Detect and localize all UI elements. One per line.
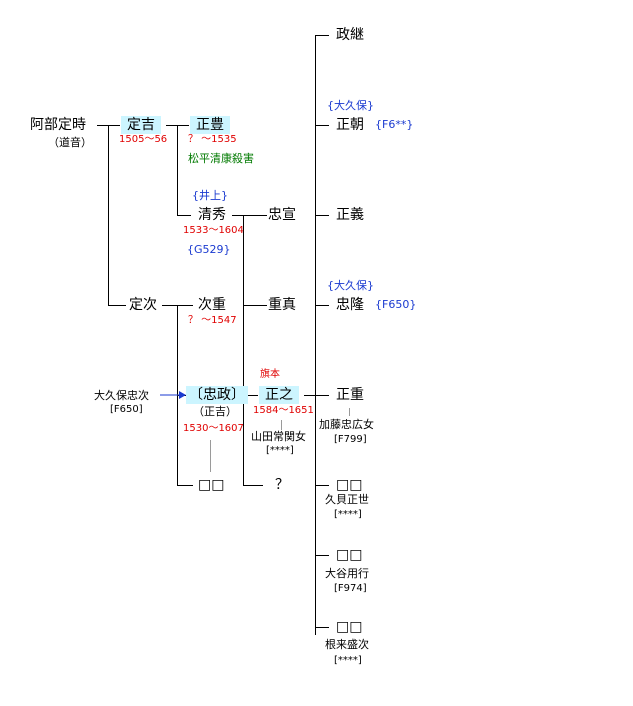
line-to-tsugushige	[177, 305, 193, 306]
person-masatomo-prefix: {大久保}	[327, 99, 374, 112]
person-masatomo-ref: {F6**}	[375, 118, 414, 131]
person-tsugushige-years: ？ 〜1547	[188, 315, 237, 326]
person-d2: □□	[336, 547, 363, 563]
person-masayuki-label: 旗本	[260, 369, 280, 380]
person-masatoyo-years: ？ 〜1535	[188, 134, 237, 145]
line-to-sadatsugu	[108, 305, 126, 306]
line-to-tadamasa-child	[177, 485, 193, 486]
person-kiyohide-years: 1533〜1604	[183, 225, 244, 236]
person-abe-sadatoki-alias: （道音）	[48, 136, 92, 149]
person-masayuki: 正之	[259, 386, 299, 404]
line-masashige-spouse	[349, 408, 350, 416]
person-kiyohide-ref: {G529}	[187, 243, 231, 256]
line-masayuki-out	[304, 395, 316, 396]
line-to-tadataka	[315, 305, 329, 306]
line-to-masayoshi	[315, 215, 329, 216]
person-masayuki-years: 1584〜1651	[253, 405, 314, 416]
person-tadamasa-alias: （正吉）	[193, 405, 237, 418]
person-d2-spouse: 大谷用行	[325, 567, 369, 580]
person-d1-spouse: 久貝正世	[325, 493, 369, 506]
person-tadataka: 忠隆	[336, 297, 364, 313]
line-to-masashige	[315, 395, 329, 396]
trunk-masayuki	[315, 35, 316, 635]
person-tadamasa: 〔忠政〕	[186, 386, 248, 404]
person-masayoshi: 正義	[336, 207, 364, 223]
person-sadayoshi: 定吉	[121, 116, 161, 134]
person-kiyohide-prefix: {井上}	[192, 189, 228, 202]
person-masayuki-spouse: 山田常関女	[251, 430, 306, 443]
person-kiyohide: 清秀	[198, 207, 226, 223]
person-tadanobu: 忠宣	[268, 207, 296, 223]
person-d3-spouse: 根来盛次	[325, 638, 369, 651]
adoption-ref: [F650]	[110, 404, 143, 415]
line-sadayoshi-out	[166, 125, 178, 126]
adoption-name: 大久保忠次	[94, 389, 149, 402]
person-tadataka-prefix: {大久保}	[327, 279, 374, 292]
person-sadatsugu: 定次	[129, 297, 157, 313]
person-tadataka-ref: {F650}	[375, 298, 417, 311]
person-masayuki-spouse-ref: [****]	[266, 445, 294, 456]
person-masashige: 正重	[336, 387, 364, 403]
person-d2-spouse-ref: [F974]	[334, 583, 367, 594]
line-masayuki-spouse	[281, 420, 282, 430]
person-unknown: ？	[275, 477, 289, 493]
trunk-sadayoshi	[177, 125, 178, 215]
line-to-masatsugu	[315, 35, 329, 36]
person-masatsugu: 政継	[336, 27, 364, 43]
person-masatoyo-note: 松平清康殺害	[188, 152, 254, 165]
person-abe-sadatoki: 阿部定時	[30, 117, 86, 133]
line-to-kiyohide	[177, 215, 191, 216]
line-to-d2	[315, 555, 329, 556]
person-tadamasa-years: 1530〜1607	[183, 423, 244, 434]
line-to-d1	[315, 485, 329, 486]
person-shigezane: 重真	[268, 297, 296, 313]
line-to-unknown	[243, 485, 263, 486]
person-masatoyo: 正豊	[190, 116, 230, 134]
trunk-kiyohide	[243, 215, 244, 485]
person-sadayoshi-years: 1505〜56	[119, 134, 168, 145]
line-to-d3	[315, 627, 329, 628]
person-d1: □□	[336, 477, 363, 493]
person-tadamasa-child: □□	[198, 477, 225, 493]
person-d3-spouse-ref: [****]	[334, 655, 362, 666]
line-tadamasa-child-link	[210, 440, 211, 472]
line-kiyohide-out	[232, 215, 244, 216]
line-to-masatomo	[315, 125, 329, 126]
person-masashige-spouse-ref: [F799]	[334, 434, 367, 445]
person-d3: □□	[336, 619, 363, 635]
person-tsugushige: 次重	[198, 297, 226, 313]
person-masashige-spouse: 加藤忠広女	[319, 418, 374, 431]
line-to-masatoyo	[177, 125, 189, 126]
person-masatomo: 正朝	[336, 117, 364, 133]
line-sadatoki-out	[97, 125, 109, 126]
trunk-sadatoki	[108, 125, 109, 305]
line-to-shigezane	[243, 305, 267, 306]
line-to-sadayoshi	[108, 125, 120, 126]
line-sadatsugu-out	[162, 305, 178, 306]
person-d1-spouse-ref: [****]	[334, 509, 362, 520]
line-to-tadanobu	[243, 215, 267, 216]
